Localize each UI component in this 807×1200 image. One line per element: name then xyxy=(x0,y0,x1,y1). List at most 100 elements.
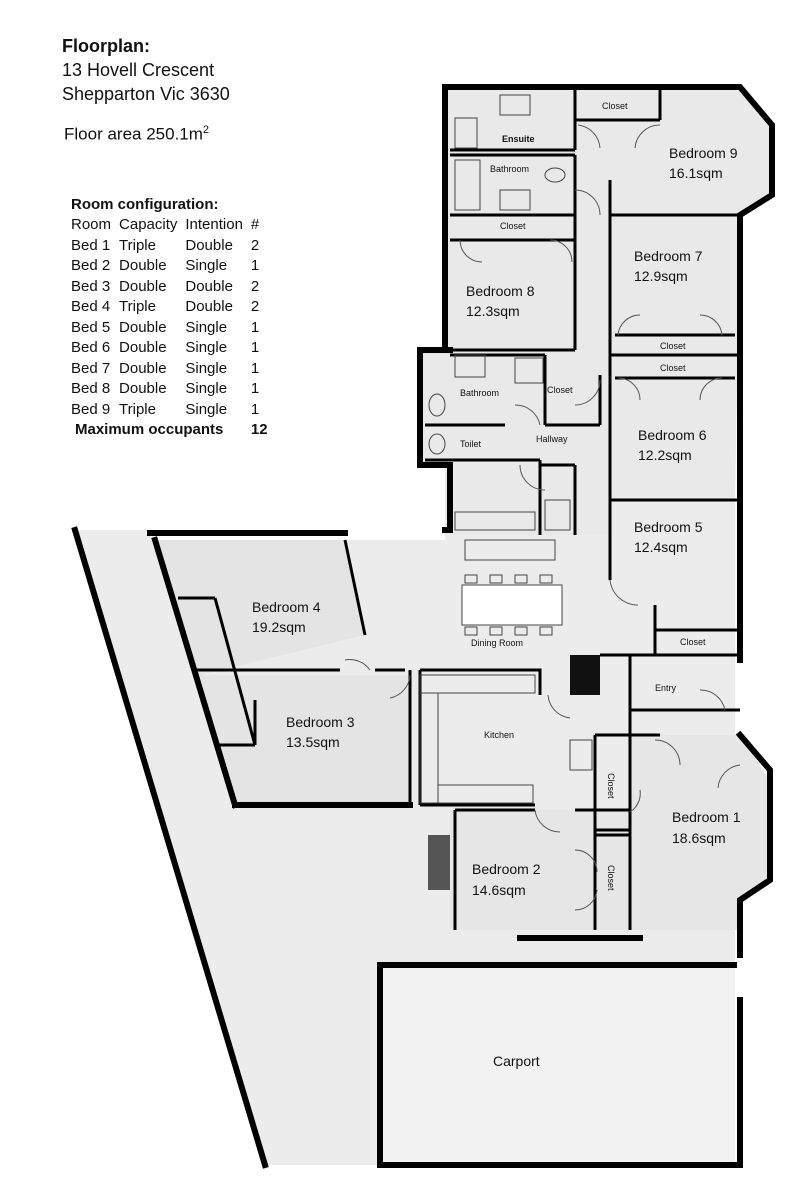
cell-intention: Single xyxy=(185,257,228,275)
cell-count: 2 xyxy=(250,236,260,254)
bedroom6-name: Bedroom 6 xyxy=(638,427,707,443)
cell-capacity: Double xyxy=(119,318,167,336)
cell-intention: Double xyxy=(185,298,233,316)
toilet-label: Toilet xyxy=(460,439,482,449)
floor-area-unit-superscript: 2 xyxy=(202,124,210,136)
cell-room: Bed 6 xyxy=(71,339,111,357)
bedroom5-name: Bedroom 5 xyxy=(634,519,703,535)
config-row: Bed 1 Triple Double 2 xyxy=(71,235,276,256)
closet-label: Closet xyxy=(660,341,686,351)
ensuite-shower-icon xyxy=(454,117,478,149)
kitchen-bench-icon xyxy=(419,674,536,694)
closet-label: Closet xyxy=(602,101,628,111)
toilet-icon xyxy=(544,167,566,183)
cell-count: 2 xyxy=(250,277,260,295)
cell-intention: Double xyxy=(185,236,233,254)
fridge-icon xyxy=(569,739,593,771)
cell-count: 1 xyxy=(250,257,260,275)
cell-intention: Double xyxy=(185,277,233,295)
cell-room: Bed 2 xyxy=(71,257,111,275)
col-capacity: Capacity xyxy=(119,216,178,234)
col-intention: Intention xyxy=(185,216,243,234)
cell-room: Bed 8 xyxy=(71,380,111,398)
kitchen-island-icon xyxy=(464,539,556,561)
cell-room: Bed 9 xyxy=(71,400,111,418)
bedroom7-area: 12.9sqm xyxy=(634,268,688,284)
config-title: Room configuration: xyxy=(71,195,219,213)
carport-label: Carport xyxy=(493,1053,540,1069)
bedroom4-area: 19.2sqm xyxy=(252,619,306,635)
basin-icon xyxy=(454,354,486,378)
hallway-label: Hallway xyxy=(536,434,568,444)
bedroom8-name: Bedroom 8 xyxy=(466,283,535,299)
closet-label: Closet xyxy=(680,637,706,647)
chair-icon xyxy=(514,574,528,584)
bedroom9-area: 16.1sqm xyxy=(669,165,723,181)
bathtub-icon xyxy=(454,159,481,211)
small-labels: Closet Closet Closet Closet Closet Close… xyxy=(460,101,706,891)
chair-icon xyxy=(464,626,478,636)
bedroom2-name: Bedroom 2 xyxy=(472,861,541,877)
closet-label: Closet xyxy=(500,221,526,231)
floor-area: Floor area 250.1m2 xyxy=(64,124,209,145)
address-line-2: Shepparton Vic 3630 xyxy=(62,84,230,104)
address-line-1: 13 Hovell Crescent xyxy=(62,60,215,80)
chair-icon xyxy=(514,626,528,636)
toilet-icon xyxy=(428,393,446,417)
config-total-row: Maximum occupants 12 xyxy=(71,420,276,441)
bedroom8-area: 12.3sqm xyxy=(466,303,520,319)
chair-icon xyxy=(539,626,553,636)
closet-label: Closet xyxy=(606,865,616,891)
col-room: Room xyxy=(71,216,112,234)
chair-icon xyxy=(464,574,478,584)
col-count: # xyxy=(250,216,260,234)
config-row: Bed 9 Triple Single 1 xyxy=(71,399,276,420)
cell-capacity: Triple xyxy=(119,400,156,418)
cell-intention: Single xyxy=(185,400,228,418)
cell-intention: Single xyxy=(185,339,228,357)
cell-intention: Single xyxy=(185,318,228,336)
chair-icon xyxy=(489,574,503,584)
floor-area-text: Floor area 250.1m xyxy=(64,124,203,144)
plant-pot-icon xyxy=(428,835,450,890)
dining-table-icon xyxy=(461,584,563,626)
cell-capacity: Double xyxy=(119,339,167,357)
ensuite-label: Ensuite xyxy=(502,134,535,144)
cell-count: 1 xyxy=(250,380,260,398)
shower-icon xyxy=(544,499,571,531)
bedroom5-area: 12.4sqm xyxy=(634,539,688,555)
config-row: Bed 6 Double Single 1 xyxy=(71,338,276,359)
bathroom-label: Bathroom xyxy=(460,388,499,398)
bedroom1-name: Bedroom 1 xyxy=(672,809,741,825)
bedroom3-area: 13.5sqm xyxy=(286,734,340,750)
doors xyxy=(344,124,741,911)
chair-icon xyxy=(489,626,503,636)
cell-capacity: Double xyxy=(119,257,167,275)
chair-icon xyxy=(539,574,553,584)
room-configuration-table: Room configuration: Room Capacity Intent… xyxy=(71,194,276,440)
laundry-bench-icon xyxy=(454,511,536,531)
closet-label: Closet xyxy=(660,363,686,373)
bedroom2-area: 14.6sqm xyxy=(472,882,526,898)
cell-count: 1 xyxy=(250,339,260,357)
ensuite-basin-icon xyxy=(499,94,531,116)
dining-room-label: Dining Room xyxy=(471,638,523,648)
cell-capacity: Triple xyxy=(119,236,156,254)
cell-capacity: Double xyxy=(119,380,167,398)
kitchen-label: Kitchen xyxy=(484,730,514,740)
bedroom1-area: 18.6sqm xyxy=(672,830,726,846)
cell-count: 1 xyxy=(250,400,260,418)
cell-capacity: Triple xyxy=(119,298,156,316)
bedroom4-name: Bedroom 4 xyxy=(252,599,321,615)
toilet-icon xyxy=(428,433,446,455)
bedroom7-name: Bedroom 7 xyxy=(634,248,703,264)
shower-icon xyxy=(514,357,544,384)
cell-room: Bed 1 xyxy=(71,236,111,254)
bedroom9-name: Bedroom 9 xyxy=(669,145,738,161)
cell-capacity: Double xyxy=(119,277,167,295)
cell-count: 2 xyxy=(250,298,260,316)
